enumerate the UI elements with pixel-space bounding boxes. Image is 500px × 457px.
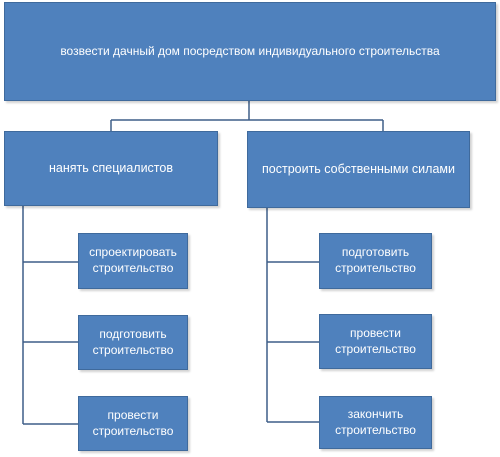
root-node: возвести дачный дом посредством индивиду…: [4, 2, 496, 101]
leaf-node-carry-out-construction: провести строительство: [78, 396, 188, 451]
leaf-node-label: подготовить строительство: [92, 326, 174, 357]
leaf-node-prepare-construction: подготовить строительство: [319, 233, 432, 289]
root-node-label: возвести дачный дом посредством индивиду…: [60, 43, 440, 58]
branch-node-hire-specialists: нанять специалистов: [4, 131, 218, 206]
leaf-node-label: закончить строительство: [335, 406, 416, 437]
leaf-node-carry-out-construction: провести строительство: [319, 314, 432, 369]
leaf-node-prepare-construction: подготовить строительство: [78, 315, 188, 370]
leaf-node-label: спроектировать строительство: [89, 245, 177, 275]
leaf-node-label: провести строительство: [92, 407, 174, 438]
branch-node-label: нанять специалистов: [48, 161, 173, 176]
leaf-node-finish-construction: закончить строительство: [319, 396, 432, 449]
leaf-node-design-construction: спроектировать строительство: [78, 233, 188, 289]
leaf-node-label: подготовить строительство: [335, 245, 416, 275]
branch-node-build-yourself: построить собственными силами: [247, 131, 470, 208]
leaf-node-label: провести строительство: [335, 325, 416, 356]
branch-node-label: построить собственными силами: [262, 162, 455, 177]
